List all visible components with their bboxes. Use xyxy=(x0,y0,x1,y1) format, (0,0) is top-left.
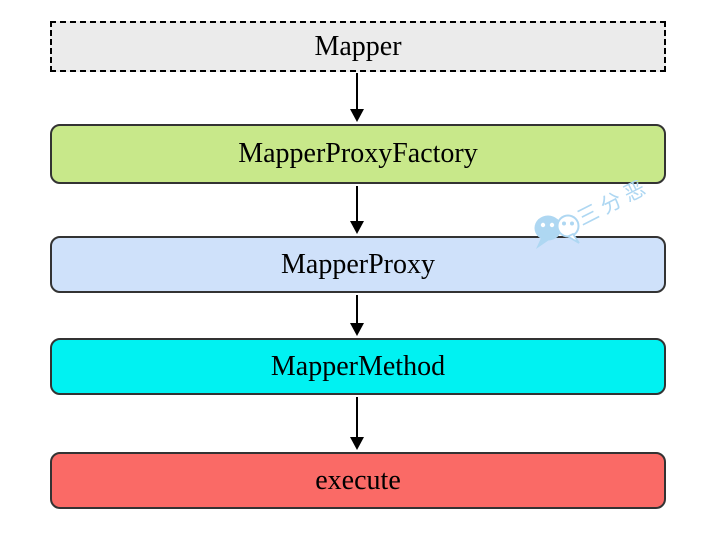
arrow-mapperproxy-to-mappermethod xyxy=(350,295,364,336)
node-mapper-label: Mapper xyxy=(314,30,402,62)
node-mapper-method-label: MapperMethod xyxy=(270,350,446,382)
node-mapper: Mapper xyxy=(50,21,666,72)
node-mapper-proxy-factory: MapperProxyFactory xyxy=(50,124,666,184)
node-mapper-proxy-label: MapperProxy xyxy=(281,248,435,280)
node-execute: execute xyxy=(50,452,666,509)
node-mapper-proxy-factory-label: MapperProxyFactory xyxy=(238,138,478,169)
node-execute-label: execute xyxy=(315,464,401,496)
arrow-mapperproxyfactory-to-mapperproxy xyxy=(350,186,364,234)
watermark-text: 三分恶 xyxy=(573,180,653,230)
node-mapper-method: MapperMethod xyxy=(50,338,666,395)
node-mapper-proxy: MapperProxy xyxy=(50,236,666,293)
arrow-mapper-to-mapperproxyfactory xyxy=(350,73,364,122)
arrow-mappermethod-to-execute xyxy=(350,397,364,450)
